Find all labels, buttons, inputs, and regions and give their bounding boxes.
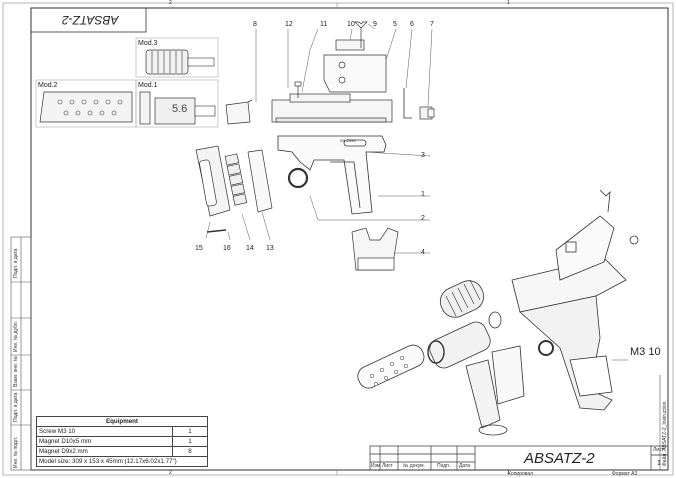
page-title: ABSATZ-2 (524, 450, 595, 467)
callout-7: 7 (430, 21, 434, 28)
rotated-title-box (30, 7, 147, 33)
zone-bottom-left: 2 (169, 470, 172, 476)
callout-6: 6 (410, 21, 414, 28)
callout-13: 13 (266, 245, 274, 252)
rev-label-sign: Подп. (437, 463, 451, 469)
side-filename: Файл: ABSATZ-2_Instruction (662, 401, 668, 466)
zone-top-right: 1 (507, 0, 510, 6)
callout-1: 1 (421, 191, 425, 198)
callout-16: 16 (223, 245, 231, 252)
callout-15: 15 (195, 245, 203, 252)
rev-label-date: Дата (459, 463, 471, 469)
frame-grip (277, 135, 387, 215)
model-size: Model size: 309 x 153 x 45mm (12.17x6.02… (36, 456, 208, 467)
rev-label-doc: № докум. (403, 463, 425, 469)
callout-2: 2 (421, 215, 425, 222)
mod1-box (135, 79, 219, 128)
mod3-box (135, 37, 219, 78)
magazine-group (195, 145, 273, 233)
mod1-marking: 5.6 (172, 103, 188, 115)
rev-label-izm: Изм (371, 463, 381, 469)
equipment-qty: 8 (172, 446, 208, 457)
sheet-number: 1 (657, 460, 661, 467)
callout-12: 12 (285, 21, 293, 28)
zone-top-left: 2 (169, 0, 172, 6)
callout-10: 10 (347, 21, 355, 28)
mod2-label: Mod.2 (38, 82, 58, 89)
rotated-title: ABSATZ-2 (62, 13, 119, 27)
equipment-item: Magnet D10x5 mm (36, 436, 173, 447)
format-label: Формат А3 (612, 471, 638, 477)
stamp-label-2: Подп. и дата (13, 392, 19, 422)
zone-bottom-right: 1 (507, 470, 510, 476)
stamp-label-5: Подп. и дата (13, 248, 19, 278)
mod3-label: Mod.3 (138, 40, 158, 47)
stamp-label-1: Инв. № подл. (13, 436, 19, 468)
assembled-pistol-3d (357, 189, 639, 436)
part-6-pin (403, 88, 412, 119)
frame-marking: SX-2595 (340, 138, 356, 143)
equipment-header: Equipment (36, 416, 208, 427)
stamp-label-4: Инв. № дубл. (13, 321, 19, 352)
callout-4: 4 (421, 249, 425, 256)
rev-label-list: Лист (382, 463, 393, 469)
left-stamp-column (10, 236, 32, 471)
mod2-box (35, 79, 137, 128)
screw-label: M3 10 (630, 346, 661, 358)
top-receiver-parts (271, 21, 393, 123)
table-row: Model size: 309 x 153 x 45mm (12.17x6.02… (36, 456, 208, 467)
equipment-item: Magnet D9x2 mm (36, 446, 173, 457)
equipment-item: Screw M3 10 (36, 426, 173, 437)
part-4-bracket (351, 227, 399, 271)
callout-11: 11 (320, 21, 328, 28)
title-block-grid (369, 445, 669, 471)
equipment-qty: 1 (172, 436, 208, 447)
sheet-label: Лист (653, 447, 664, 453)
callout-14: 14 (246, 245, 254, 252)
callout-5: 5 (393, 21, 397, 28)
part-7-cap (419, 106, 435, 120)
stamp-label-3: Взам. инв. № (13, 356, 19, 387)
callout-3: 3 (421, 152, 425, 159)
callout-9: 9 (373, 21, 377, 28)
part-8-block (225, 99, 253, 125)
equipment-qty: 1 (172, 426, 208, 437)
leader-lines (205, 23, 628, 361)
mod1-label: Mod.1 (138, 82, 158, 89)
copied-label: Копировал (508, 471, 534, 477)
callout-8: 8 (253, 21, 257, 28)
